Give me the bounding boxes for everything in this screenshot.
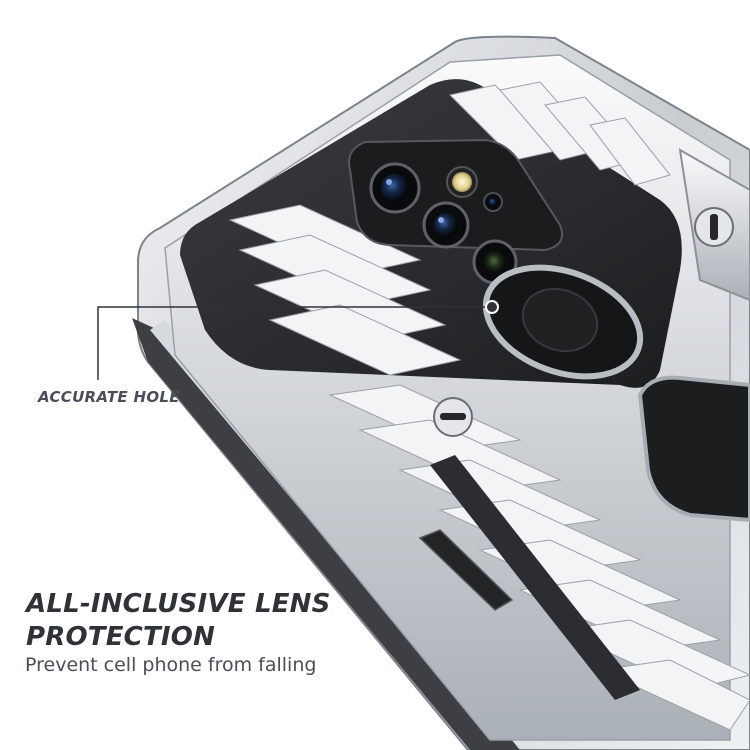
side-rail: [430, 455, 640, 700]
headline-line-1: ALL-INCLUSIVE LENS: [26, 589, 331, 619]
camera-lens-icon: [422, 201, 470, 249]
subheadline: Prevent cell phone from falling: [25, 654, 317, 676]
camera-lens-icon: [483, 192, 503, 212]
callout-label: ACCURATE HOLE: [38, 388, 180, 406]
camera-module: [348, 138, 564, 285]
camera-lens-icon: [369, 162, 421, 214]
flash-icon: [446, 166, 478, 198]
callout-line: [97, 300, 499, 380]
rivet: [694, 207, 734, 247]
headline-line-2: PROTECTION: [26, 622, 216, 652]
fingerprint-sensor-icon: [482, 264, 644, 380]
side-button: [418, 529, 514, 611]
kickstand: [637, 148, 750, 523]
rivet: [433, 397, 473, 437]
